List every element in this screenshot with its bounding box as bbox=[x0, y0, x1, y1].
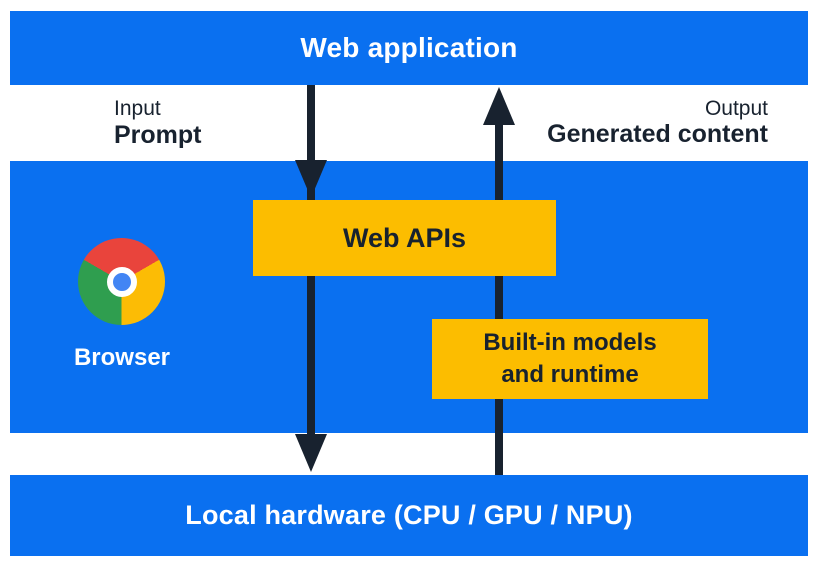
builtin-models-box: Built-in models and runtime bbox=[432, 319, 708, 399]
web-application-band: Web application bbox=[10, 11, 808, 85]
web-apis-label: Web APIs bbox=[342, 222, 467, 253]
input-arrowhead-to-hardware bbox=[295, 434, 327, 472]
web-apis-box: Web APIs bbox=[253, 200, 556, 276]
browser-label: Browser bbox=[73, 344, 171, 371]
output-label: Generated content bbox=[547, 120, 768, 148]
input-caption: Input bbox=[114, 97, 161, 120]
output-arrow-shaft bbox=[495, 122, 503, 475]
chrome-logo-icon bbox=[78, 238, 165, 325]
web-application-title: Web application bbox=[300, 32, 518, 63]
chrome-logo-hub bbox=[106, 266, 137, 297]
input-label: Prompt bbox=[114, 121, 202, 149]
local-hardware-title: Local hardware (CPU / GPU / NPU) bbox=[185, 500, 633, 530]
output-caption: Output bbox=[704, 97, 768, 120]
input-arrowhead-to-web-apis bbox=[295, 160, 327, 198]
output-arrowhead-to-web-application bbox=[483, 87, 515, 125]
local-hardware-band: Local hardware (CPU / GPU / NPU) bbox=[10, 475, 808, 556]
builtin-models-label: Built-in models and runtime bbox=[483, 329, 657, 388]
